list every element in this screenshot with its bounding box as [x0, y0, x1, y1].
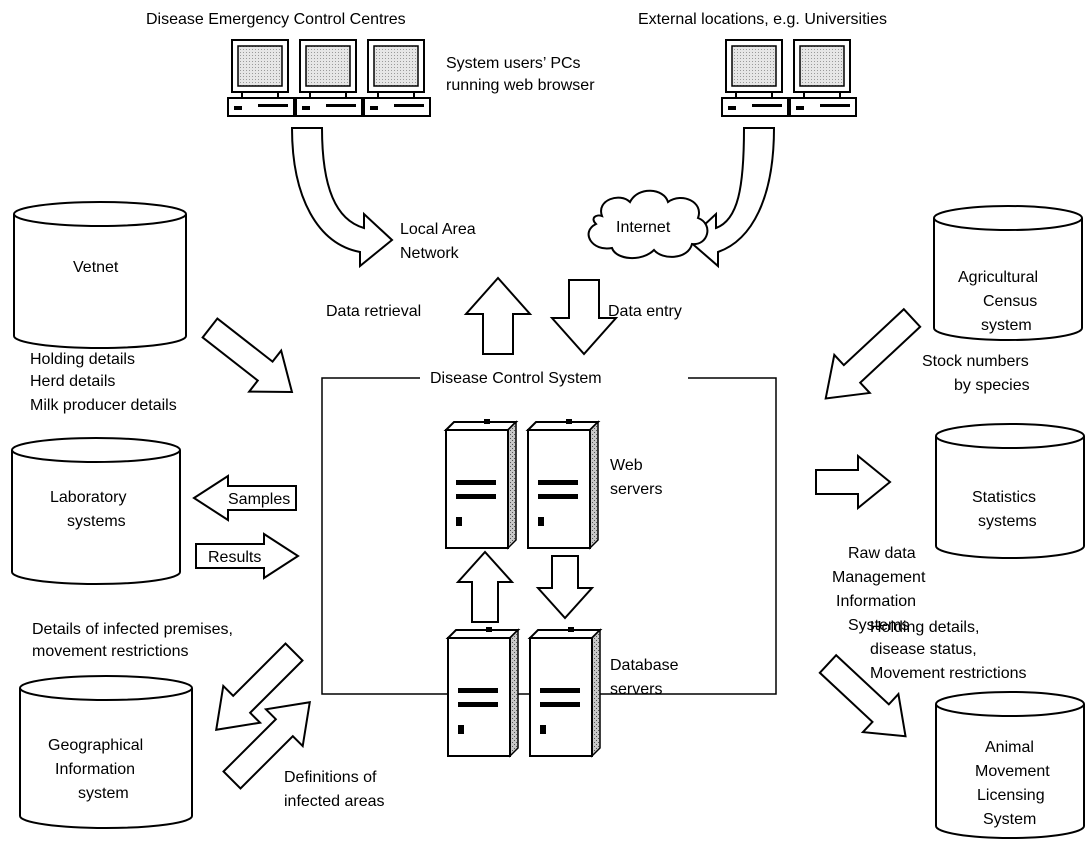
laboratory-label-line2: systems — [67, 513, 126, 530]
amls-flow-line3: Movement restrictions — [870, 665, 1027, 682]
gis-incoming-arrow-icon — [222, 701, 311, 790]
server-icon — [445, 627, 521, 758]
stats-flow-line1: Raw data — [848, 545, 916, 562]
amls-flow-line1: Holding details, — [870, 619, 979, 636]
amls-label-line4: System — [983, 811, 1036, 828]
gis-out-line1: Details of infected premises, — [32, 621, 233, 638]
lan-label-line2: Network — [400, 245, 460, 262]
arrow-up-icon — [455, 550, 515, 623]
agricultural-label-line3: system — [981, 317, 1032, 334]
amls-label-line1: Animal — [985, 739, 1034, 756]
vetnet-flow-line1: Holding details — [30, 351, 135, 368]
curved-arrow-to-lan-icon — [290, 127, 394, 269]
data-retrieval-label: Data retrieval — [326, 303, 421, 320]
results-arrow-icon — [195, 532, 300, 580]
agricultural-flow-line2: by species — [954, 377, 1030, 394]
external-locations-label: External locations, e.g. Universities — [638, 11, 887, 28]
gis-label-line3: system — [78, 785, 129, 802]
amls-flow-line2: disease status, — [870, 641, 977, 658]
db-servers-label-line2: servers — [610, 681, 662, 698]
laboratory-label-line1: Laboratory — [50, 489, 127, 506]
server-icon — [443, 419, 519, 550]
stats-flow-line3: Information — [836, 593, 916, 610]
agricultural-census-database-icon — [933, 205, 1083, 341]
agricultural-label-line2: Census — [983, 293, 1037, 310]
samples-arrow-icon — [192, 474, 297, 522]
amls-label-line3: Licensing — [977, 787, 1045, 804]
pcs-label-line1: System users’ PCs — [446, 55, 581, 72]
server-icon — [525, 419, 601, 550]
agricultural-flow-arrow-icon — [824, 307, 922, 400]
db-servers-label-line1: Database — [610, 657, 679, 674]
web-servers-label-line2: servers — [610, 481, 662, 498]
results-label: Results — [208, 549, 261, 566]
pcs-label-line2: running web browser — [446, 77, 595, 94]
arrow-down-icon — [535, 555, 595, 620]
gis-in-line2: infected areas — [284, 793, 385, 810]
server-icon — [527, 627, 603, 758]
gis-label-line1: Geographical — [48, 737, 143, 754]
statistics-flow-arrow-icon — [815, 453, 892, 511]
statistics-label-line1: Statistics — [972, 489, 1036, 506]
data-entry-arrow-icon — [549, 279, 619, 356]
gis-label-line2: Information — [55, 761, 135, 778]
emergency-pc-group — [227, 39, 431, 117]
data-retrieval-arrow-icon — [463, 276, 533, 355]
gis-outgoing-arrow-icon — [215, 642, 304, 731]
internet-cloud-icon — [587, 189, 709, 259]
amls-label-line2: Movement — [975, 763, 1050, 780]
pc-icon — [789, 39, 857, 117]
pc-icon — [227, 39, 295, 117]
stats-flow-line4: Systems — [848, 617, 909, 634]
internet-label: Internet — [616, 219, 671, 236]
curved-arrow-to-internet-icon — [686, 127, 776, 269]
pc-icon — [363, 39, 431, 117]
stats-flow-line2: Management — [832, 569, 926, 586]
vetnet-flow-line2: Herd details — [30, 373, 115, 390]
agricultural-flow-line1: Stock numbers — [922, 353, 1029, 370]
vetnet-label: Vetnet — [73, 259, 119, 276]
statistics-label-line2: systems — [978, 513, 1037, 530]
laboratory-database-icon — [11, 437, 181, 585]
vetnet-database-icon — [13, 201, 187, 349]
amls-database-icon — [935, 691, 1085, 839]
pc-icon — [721, 39, 789, 117]
gis-in-line1: Definitions of — [284, 769, 377, 786]
gis-out-line2: movement restrictions — [32, 643, 189, 660]
external-pc-group — [721, 39, 857, 117]
statistics-database-icon — [935, 423, 1085, 559]
vetnet-flow-arrow-icon — [201, 317, 294, 394]
vetnet-flow-line3: Milk producer details — [30, 397, 177, 414]
gis-database-icon — [19, 675, 193, 829]
pc-icon — [295, 39, 363, 117]
lan-label-line1: Local Area — [400, 221, 476, 238]
web-servers-label-line1: Web — [610, 457, 643, 474]
amls-flow-arrow-icon — [818, 653, 907, 738]
data-entry-label: Data entry — [608, 303, 682, 320]
emergency-centres-label: Disease Emergency Control Centres — [146, 11, 406, 28]
agricultural-label-line1: Agricultural — [958, 269, 1038, 286]
samples-label: Samples — [228, 491, 290, 508]
disease-control-system-title: Disease Control System — [430, 370, 602, 387]
